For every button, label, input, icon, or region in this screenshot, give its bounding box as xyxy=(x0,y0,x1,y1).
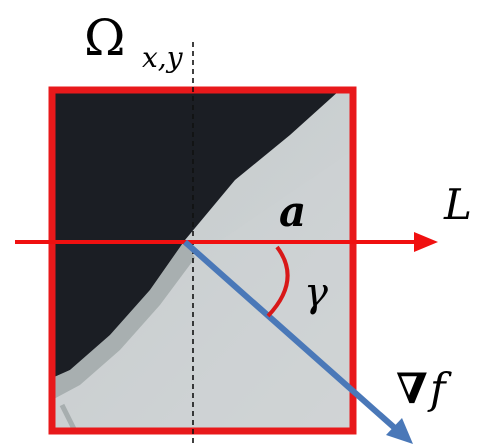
angle-gamma-label: γ xyxy=(304,270,328,316)
point-a-label: a xyxy=(279,187,306,236)
function-f-label: f xyxy=(427,364,452,413)
line-L-arrowhead xyxy=(414,232,438,252)
line-L xyxy=(15,232,438,252)
lower-light-band xyxy=(52,150,353,431)
gradient-arrow-arrowhead xyxy=(386,418,413,444)
nabla-label: ∇ xyxy=(396,364,428,413)
line-L-label: L xyxy=(443,180,472,229)
omega-subscript: x,y xyxy=(142,41,184,74)
gradient-arrow-shaft xyxy=(183,239,399,433)
angle-arc xyxy=(266,245,290,318)
image-patch xyxy=(52,90,353,431)
gradient-arrow xyxy=(183,239,413,444)
omega-label: Ω xyxy=(84,9,125,67)
patch-frame xyxy=(48,86,357,435)
dark-region xyxy=(52,90,340,378)
lower-crease xyxy=(59,403,78,431)
edge-band xyxy=(52,240,195,400)
